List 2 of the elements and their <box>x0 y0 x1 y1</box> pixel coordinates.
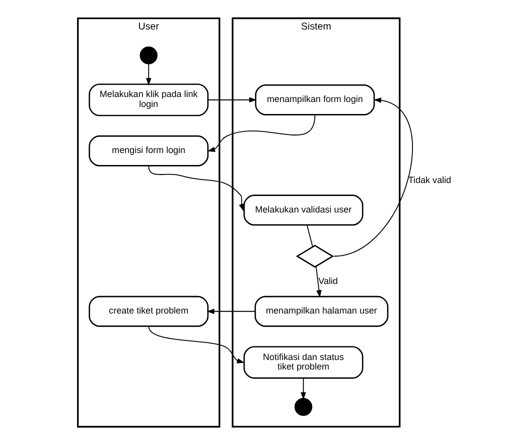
edge-label: Valid <box>318 276 338 286</box>
edge-label: Tidak valid <box>408 174 452 185</box>
